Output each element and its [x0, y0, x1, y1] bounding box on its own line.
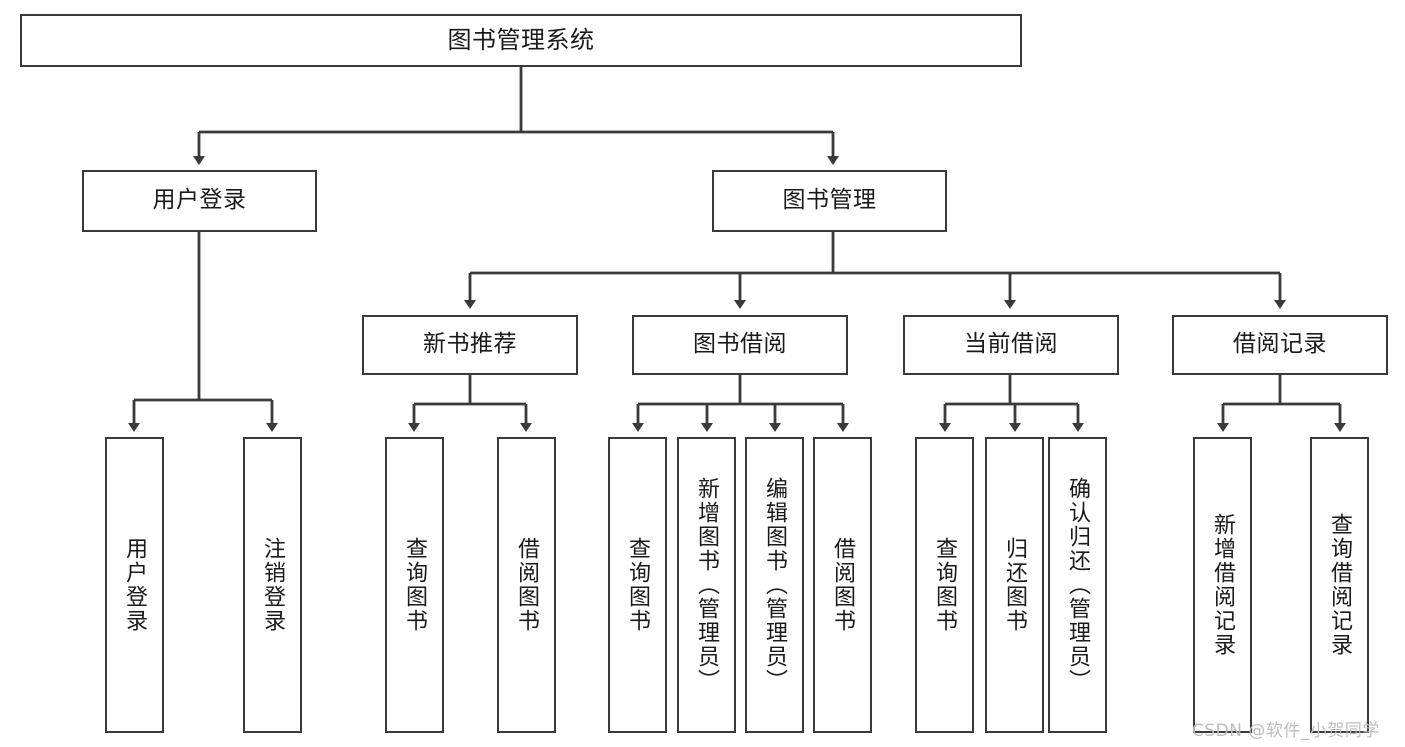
leaf-user-login[interactable]: 用户登录 [105, 437, 164, 733]
leaf-add-borrow-record[interactable]: 新增借阅记录 [1193, 437, 1252, 733]
leaf-logout[interactable]: 注销登录 [243, 437, 302, 733]
node-user-login[interactable]: 用户登录 [82, 170, 317, 232]
node-label: 注销登录 [260, 537, 286, 633]
node-label: 新增借阅记录 [1210, 513, 1236, 657]
leaf-borrow-book[interactable]: 借阅图书 [813, 437, 872, 733]
node-label: 用户登录 [152, 187, 247, 214]
node-current-borrow[interactable]: 当前借阅 [903, 315, 1119, 375]
node-label: 当前借阅 [964, 331, 1058, 358]
node-label: 借阅记录 [1233, 331, 1327, 358]
leaf-add-book-admin[interactable]: 新增图书（管理员） [677, 437, 736, 733]
node-label: 查询图书 [625, 537, 651, 633]
node-label: 查询图书 [932, 537, 958, 633]
leaf-borrow-book-recommend[interactable]: 借阅图书 [497, 437, 556, 733]
watermark-text: CSDN @软件_小贺同学 [1192, 721, 1380, 741]
node-label: 查询图书 [402, 537, 428, 633]
node-label: 借阅图书 [830, 537, 856, 633]
node-label: 新书推荐 [423, 331, 517, 358]
node-label: 图书管理 [782, 187, 877, 214]
leaf-query-book-borrow[interactable]: 查询图书 [608, 437, 667, 733]
node-label: 借阅图书 [514, 537, 540, 633]
leaf-confirm-return-admin[interactable]: 确认归还（管理员） [1048, 437, 1107, 733]
node-label: 图书借阅 [693, 331, 787, 358]
leaf-query-book-recommend[interactable]: 查询图书 [385, 437, 444, 733]
leaf-return-book[interactable]: 归还图书 [985, 437, 1044, 733]
node-book-borrow[interactable]: 图书借阅 [632, 315, 848, 375]
node-label: 图书管理系统 [447, 26, 595, 55]
leaf-query-borrow-record[interactable]: 查询借阅记录 [1310, 437, 1369, 733]
node-label: 用户登录 [122, 537, 148, 633]
node-label: 查询借阅记录 [1327, 513, 1353, 657]
node-book-management[interactable]: 图书管理 [712, 170, 947, 232]
node-label: 新增图书（管理员） [694, 477, 720, 693]
leaf-edit-book-admin[interactable]: 编辑图书（管理员） [745, 437, 804, 733]
node-label: 编辑图书（管理员） [762, 477, 788, 693]
node-label: 归还图书 [1002, 537, 1028, 633]
node-new-book-recommend[interactable]: 新书推荐 [362, 315, 578, 375]
leaf-query-book-current[interactable]: 查询图书 [915, 437, 974, 733]
node-root-system[interactable]: 图书管理系统 [20, 14, 1022, 67]
node-label: 确认归还（管理员） [1065, 477, 1091, 693]
node-borrow-record[interactable]: 借阅记录 [1172, 315, 1388, 375]
